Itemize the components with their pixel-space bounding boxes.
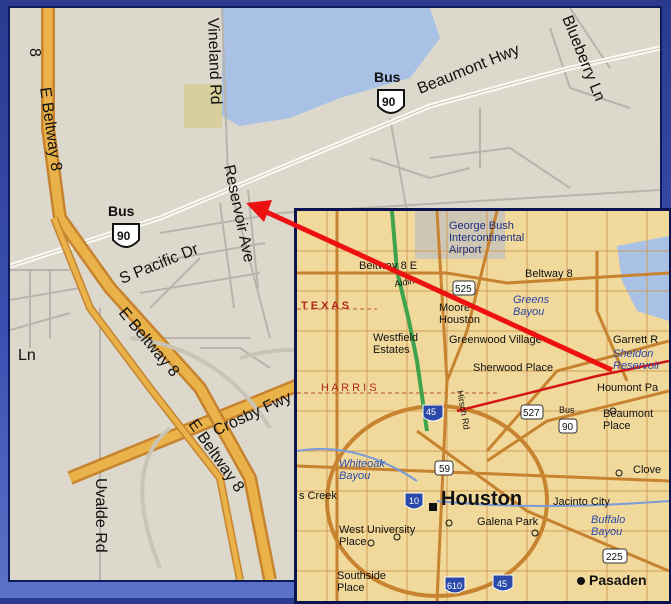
label-route-top: 90: [382, 95, 396, 109]
label-texas: T E X A S: [301, 300, 349, 312]
label-pacific: S Pacific Dr: [117, 240, 201, 287]
park-area: [184, 84, 222, 128]
label-r225: 225: [606, 552, 623, 563]
route-bus-90: [456, 359, 669, 413]
label-i59: 59: [439, 464, 451, 475]
whiteoak-bayou: [297, 448, 418, 482]
label-i45n: 45: [426, 407, 436, 417]
label-beltway-ne: Beltway 8: [525, 268, 573, 280]
buffalo-bayou: [436, 500, 669, 507]
label-r525: 525: [455, 284, 472, 295]
label-i45s: 45: [497, 579, 507, 589]
label-r527: 527: [523, 408, 540, 419]
label-houmont: Houmont Pa: [597, 382, 659, 394]
label-bus-left: Bus: [108, 203, 135, 219]
label-bus-top: Bus: [374, 69, 401, 85]
reservoir-water: [222, 8, 440, 126]
label-uvalde: Uvalde Rd: [92, 478, 109, 553]
label-harris: H A R R I S: [321, 382, 377, 394]
label-garrett: Garrett R: [613, 334, 658, 346]
label-greenwood: Greenwood Village: [449, 334, 542, 346]
label-beltway-mid: E Beltway 8: [115, 305, 182, 381]
label-route-left: 90: [117, 229, 131, 243]
label-i610: 610: [447, 581, 462, 591]
sheldon-reservoir: [617, 236, 669, 321]
label-pasadena: Pasaden: [589, 572, 647, 588]
label-houston: Houston: [441, 488, 522, 510]
bus-90-shield-top: [377, 89, 405, 114]
label-bus-small: Bus: [559, 405, 575, 415]
label-sherwood: Sherwood Place: [473, 362, 553, 374]
label-ln: Ln: [18, 347, 36, 364]
label-beltway-n: Beltway 8 E: [359, 260, 417, 272]
pasadena-marker: [577, 577, 585, 585]
label-vineland: Vineland Rd: [204, 18, 224, 105]
label-galena: Galena Park: [477, 516, 539, 528]
label-creek: s Creek: [299, 490, 337, 502]
label-beltway-edge: 8: [26, 48, 43, 57]
bus-90-shield-left: [112, 223, 140, 248]
houston-marker: [429, 503, 437, 511]
label-cloverleaf: Clove: [633, 464, 661, 476]
label-beltway-top: E Beltway 8: [36, 86, 65, 172]
label-r90: 90: [562, 422, 574, 433]
label-jacinto: Jacinto City: [553, 496, 610, 508]
label-i10: 10: [409, 496, 419, 506]
